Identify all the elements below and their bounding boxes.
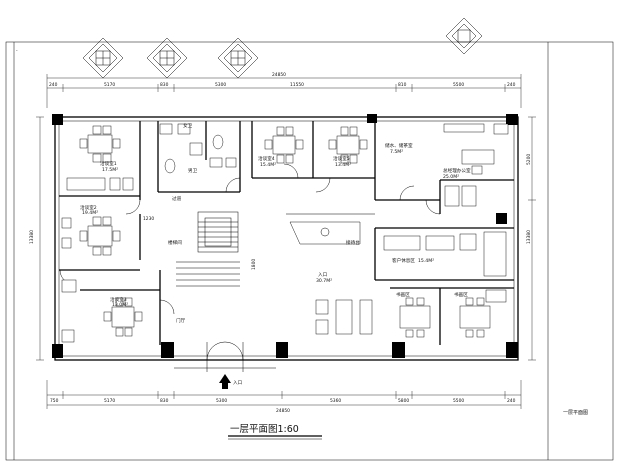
binding-tick: -	[16, 49, 18, 54]
room-name: 楼梯间	[168, 239, 182, 246]
room-name: 储水、储茶室	[385, 142, 413, 149]
room-name: 洽谈室3	[110, 296, 127, 303]
dimension-label: 5800	[398, 398, 409, 404]
dimension-label: 240	[507, 82, 516, 88]
top-dimensions: 24850 240 5170 830 5300 11550 810 5500 2…	[46, 72, 522, 108]
entrance-label: 入口	[233, 380, 243, 386]
dimension-label: 5500	[453, 82, 464, 88]
restroom-fixtures	[159, 123, 237, 174]
room-area: 7.5M²	[390, 149, 403, 155]
interior-walls	[59, 121, 514, 345]
dimension-label: 750	[50, 398, 59, 404]
staircase	[176, 211, 240, 287]
room-area: 15.4M²	[260, 162, 276, 168]
room-name: 门厅	[176, 317, 186, 324]
room-area: 13.4M²	[335, 162, 351, 168]
office-desk	[443, 123, 509, 207]
light-fixture-icons	[82, 17, 483, 79]
room-name: 接待台	[346, 239, 360, 246]
room-labels: 洽谈室1 17.5M² 洽谈室2 19.4M² 洽谈室3 13.0M² 洽谈室4…	[80, 122, 471, 324]
lobby-seating	[315, 299, 373, 335]
sheet-border	[5, 41, 614, 461]
entrance-arrow-icon	[219, 374, 231, 389]
bottom-dimensions: 750 5170 830 5300 5360 5800 5500 240 248…	[46, 380, 522, 414]
room-area: 17.5M²	[102, 167, 118, 173]
dimension-label: 5170	[104, 82, 115, 88]
outer-wall	[54, 116, 519, 361]
room-name: 男卫	[188, 168, 198, 174]
meeting-table	[328, 126, 368, 164]
side-title: 一层平面图	[563, 410, 588, 416]
room-name: 总经理办公室	[443, 167, 471, 174]
room-name: 书画区	[396, 291, 410, 298]
dimension-label: 1230	[143, 216, 154, 222]
dimension-label: 810	[398, 82, 407, 88]
left-total-dimension: 13380	[29, 230, 35, 244]
bottom-total-dimension: 24850	[276, 408, 290, 414]
painting-table	[399, 297, 431, 338]
right-total-dimension: 13380	[526, 230, 532, 244]
room-name: 入口	[318, 272, 328, 278]
dimension-label: 1800	[251, 259, 257, 270]
structural-columns	[52, 114, 518, 358]
meeting-table	[79, 125, 121, 163]
meeting-table	[61, 279, 143, 343]
meeting-table	[264, 126, 304, 164]
room-area: 19.4M²	[82, 210, 98, 216]
room-area: 25.0M²	[443, 174, 459, 180]
light-fixture-icon	[445, 17, 483, 55]
room-name: 洽谈室2	[80, 204, 97, 211]
side-dimensions: 13380 13380 5200 1230 1800	[29, 116, 536, 361]
room-name: 洽谈室5	[333, 155, 350, 162]
dimension-label: 11550	[290, 82, 304, 88]
dimension-label: 830	[160, 398, 169, 404]
painting-table	[459, 297, 491, 338]
drawing-title: 一层平面图1:60	[230, 424, 299, 435]
dimension-label: 5360	[330, 398, 341, 404]
room-area: 13.0M²	[112, 302, 128, 308]
right-part-dimension: 5200	[526, 154, 532, 165]
room-name: 女卫	[183, 122, 193, 129]
dimension-label: 5300	[215, 82, 226, 88]
room-name: 客户休息区	[392, 257, 415, 264]
dimension-label: 240	[49, 82, 58, 88]
light-fixture-icon	[146, 37, 188, 79]
light-fixture-icon	[217, 37, 259, 79]
dimension-label: 240	[507, 398, 516, 404]
sofa	[66, 177, 134, 191]
lounge-furniture	[383, 231, 507, 303]
entrance-doors	[174, 341, 276, 372]
dimension-label: 5500	[453, 398, 464, 404]
room-name: 洽谈室1	[100, 160, 117, 167]
dimension-label: 5170	[104, 398, 115, 404]
room-area: 15.4M²	[418, 258, 434, 264]
top-total-dimension: 24850	[272, 72, 286, 78]
light-fixture-icon	[82, 37, 124, 79]
meeting-table	[61, 216, 121, 256]
room-area: 30.7M²	[316, 278, 332, 284]
dimension-label: 5300	[216, 398, 227, 404]
room-name: 洽谈室4	[258, 155, 275, 162]
room-name: 过道	[172, 195, 182, 202]
room-name: 书画区	[454, 291, 468, 298]
dimension-label: 830	[160, 82, 169, 88]
reception-desk	[289, 221, 361, 245]
